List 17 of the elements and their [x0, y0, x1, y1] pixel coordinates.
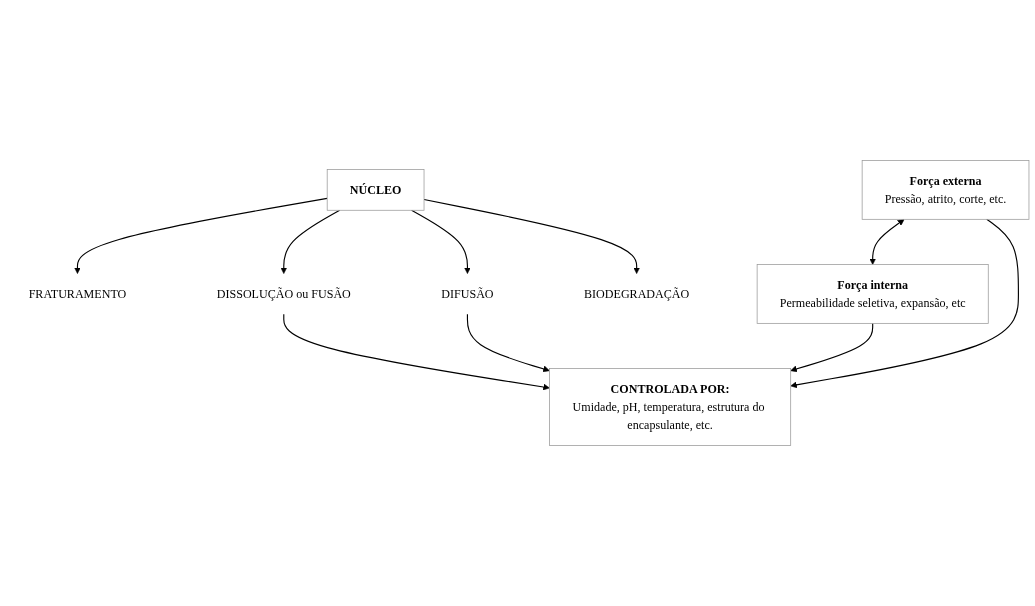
arrow — [283, 313, 550, 391]
arrow — [280, 209, 341, 274]
arrow — [790, 322, 874, 373]
node-text: DISSOLUÇÃO ou FUSÃO — [216, 287, 351, 300]
arrow — [869, 219, 905, 265]
arrow — [790, 218, 1019, 389]
node-box: NÚCLEO — [326, 169, 425, 211]
node-box: CONTROLADA POR: Umidade, pH, temperatura, estrutura do encapsulante, etc. — [549, 368, 792, 446]
node-box: Força externa Pressão, atrito, corte, etc. — [861, 160, 1030, 220]
arrow — [423, 199, 640, 274]
node-text: DIFUSÃO — [441, 287, 494, 300]
node-text: FRATURAMENTO — [28, 287, 127, 300]
arrow — [466, 313, 550, 373]
arrow — [74, 197, 328, 274]
node-box: Força interna Permeabilidade seletiva, expansão, etc — [756, 264, 989, 324]
node-text: BIODEGRADAÇÃO — [584, 287, 690, 300]
arrow — [410, 209, 471, 274]
